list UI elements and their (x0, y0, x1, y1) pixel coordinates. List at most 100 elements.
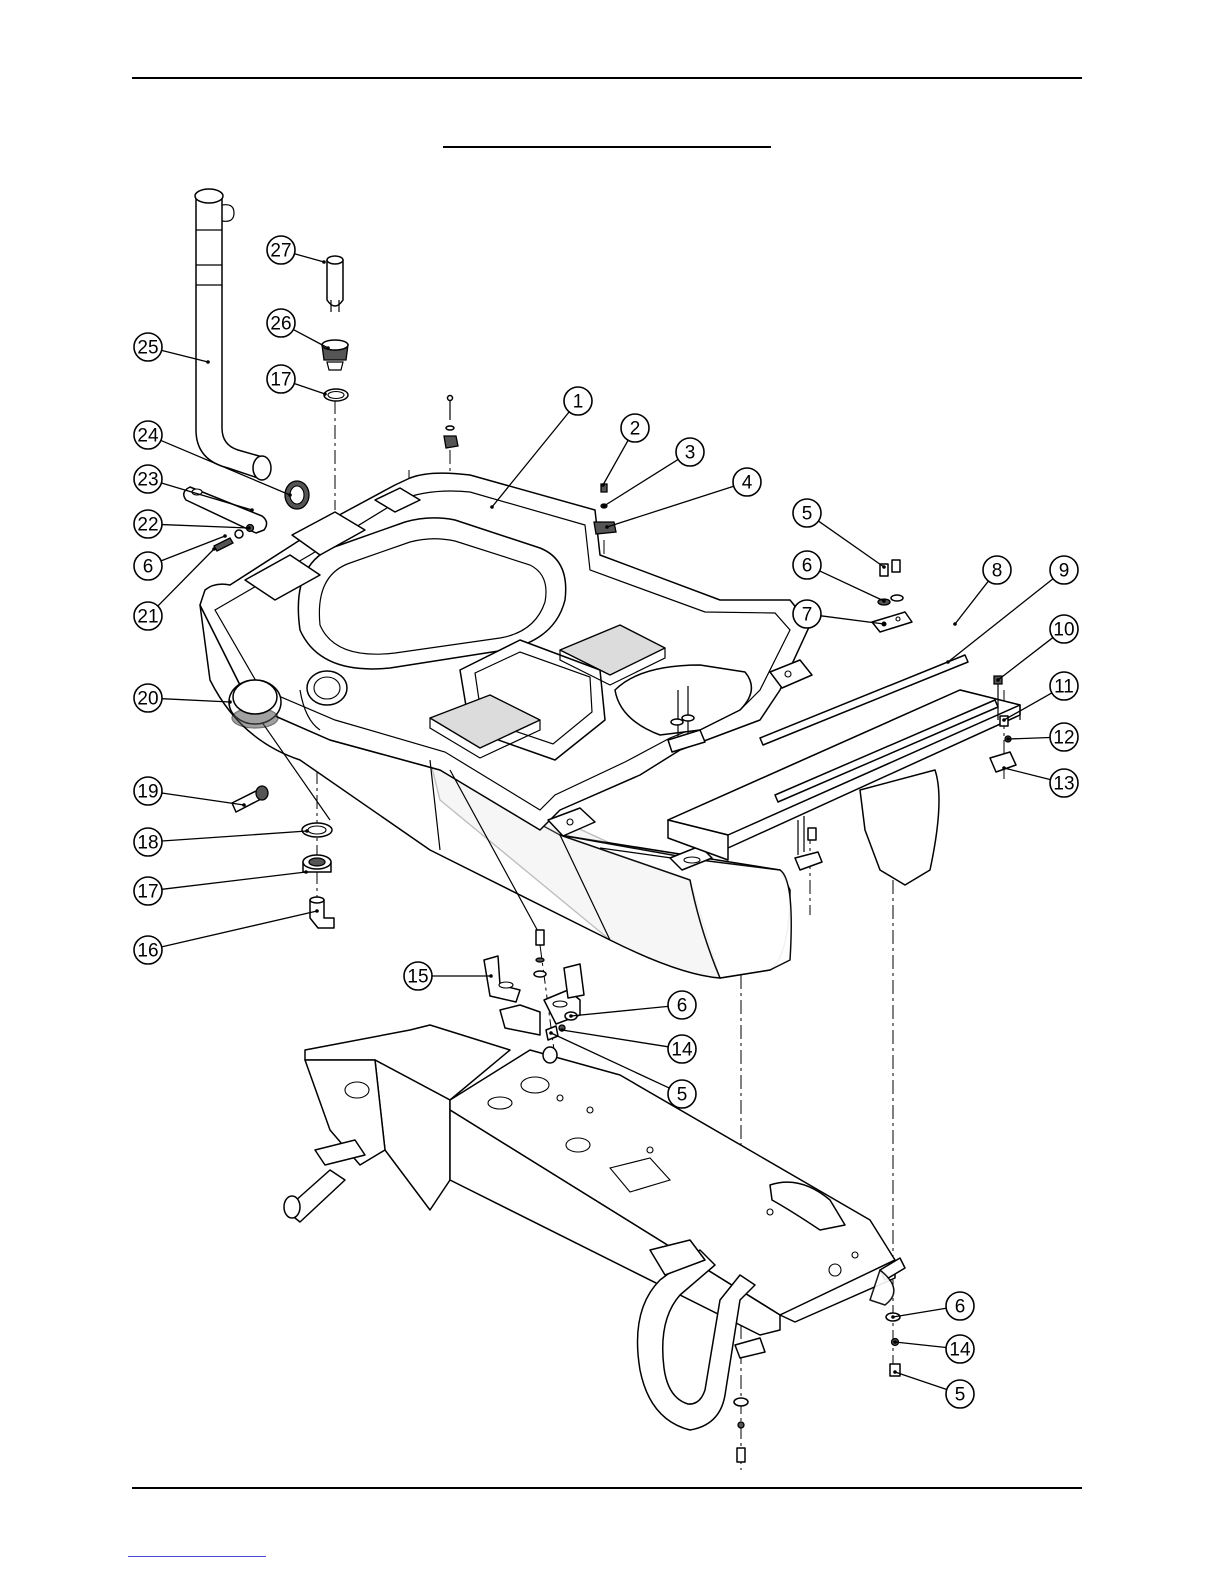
callout-number: 11 (1054, 677, 1074, 698)
callout-number: 4 (742, 473, 753, 494)
callout-leader-dot (946, 660, 950, 664)
callout-leader (562, 1030, 668, 1047)
callout-number: 2 (630, 419, 641, 440)
callout-leader-dot (882, 565, 886, 569)
bottom-stack-right (886, 1313, 900, 1376)
callout-number: 14 (671, 1040, 693, 1061)
callout-number: 8 (992, 561, 1003, 582)
callout-number: 13 (1053, 774, 1074, 795)
callout-number: 3 (685, 443, 696, 464)
fuel-cap (229, 680, 281, 728)
drain-fitting (232, 786, 268, 812)
callout-leader-dot (288, 493, 292, 497)
callout-leader (162, 872, 306, 889)
callout-number: 6 (955, 1297, 966, 1318)
callout-leader (893, 1308, 946, 1317)
chassis-frame (284, 1025, 905, 1430)
callout-number: 18 (137, 833, 158, 854)
callout-leader-dot (228, 700, 232, 704)
callout-number: 1 (573, 392, 584, 413)
callout-number: 5 (677, 1085, 688, 1106)
top-left-fastener (444, 396, 458, 449)
callout-number: 6 (802, 556, 813, 577)
callout-number: 22 (137, 515, 158, 536)
callout-leader-dot (1002, 718, 1006, 722)
footer-link-underline[interactable] (128, 1556, 266, 1557)
callout-12: 12 (1006, 723, 1078, 751)
callout-5: 5 (893, 1370, 974, 1408)
callout-17: 17 (267, 365, 327, 396)
callout-leader-dot (250, 508, 254, 512)
callout-number: 26 (270, 314, 291, 335)
callout-27: 27 (267, 236, 326, 264)
callout-leader-dot (605, 525, 609, 529)
callout-leader-dot (1002, 766, 1006, 770)
elbow-fitting (310, 897, 334, 928)
callout-number: 16 (137, 941, 158, 962)
callout-leader-dot (891, 1315, 895, 1319)
callout-leader-dot (602, 504, 606, 508)
callout-leader-dot (996, 678, 1000, 682)
callout-18: 18 (134, 828, 309, 856)
callout-leader-dot (549, 1031, 553, 1035)
callout-leader-dot (560, 1028, 564, 1032)
vent-cap (327, 256, 343, 312)
callout-leader-dot (882, 622, 886, 626)
callout-2: 2 (601, 414, 649, 487)
strap-bracket (184, 487, 267, 551)
callout-number: 15 (407, 967, 428, 988)
callout-leader (955, 581, 988, 624)
callout-number: 17 (137, 882, 158, 903)
center-bolt-stack (534, 930, 546, 977)
callout-leader-dot (305, 829, 309, 833)
bracket-15 (484, 956, 584, 1035)
callout-leader-dot (223, 534, 227, 538)
plate-7 (872, 612, 912, 632)
callout-4: 4 (605, 468, 761, 529)
callout-7: 7 (793, 600, 886, 628)
callout-number: 7 (802, 605, 813, 626)
callout-1: 1 (490, 387, 592, 509)
callout-leader (604, 459, 678, 506)
callout-leader-dot (953, 622, 957, 626)
callout-leader-dot (206, 360, 210, 364)
callout-leader (162, 699, 230, 702)
callout-leader-dot (247, 526, 251, 530)
callout-8: 8 (953, 556, 1011, 626)
callout-leader-dot (322, 260, 326, 264)
callout-17: 17 (134, 870, 308, 905)
callout-number: 12 (1053, 728, 1074, 749)
callout-number: 5 (955, 1385, 966, 1406)
callout-6: 6 (569, 991, 696, 1019)
callout-15: 15 (404, 962, 493, 990)
callout-number: 9 (1059, 561, 1070, 582)
callout-leader (895, 1372, 947, 1390)
callout-leader (1004, 768, 1050, 780)
callout-number: 21 (137, 607, 158, 628)
callout-leader (293, 330, 328, 348)
callout-leader-dot (326, 346, 330, 350)
callout-leader-dot (882, 599, 886, 603)
callout-leader (162, 793, 244, 805)
callout-leader (162, 525, 249, 528)
callout-leader-dot (304, 870, 308, 874)
callout-leader-dot (569, 1014, 573, 1018)
callout-leader-dot (1006, 737, 1010, 741)
callout-leader (603, 440, 628, 485)
callout-leader-dot (893, 1340, 897, 1344)
callout-3: 3 (602, 438, 704, 508)
footplate-fasteners (795, 816, 822, 870)
callout-leader (1008, 737, 1050, 739)
callout-number: 6 (143, 557, 154, 578)
callout-number: 27 (270, 241, 291, 262)
callout-leader-dot (212, 547, 216, 551)
o-ring-upper (324, 389, 348, 401)
bottom-rule (132, 1487, 1082, 1489)
callout-leader (998, 638, 1053, 680)
callout-leader-dot (323, 392, 327, 396)
callout-13: 13 (1002, 766, 1078, 797)
callout-leader-dot (490, 505, 494, 509)
callout-leader (162, 911, 317, 947)
callout-number: 19 (137, 782, 158, 803)
clip-4 (594, 522, 616, 534)
